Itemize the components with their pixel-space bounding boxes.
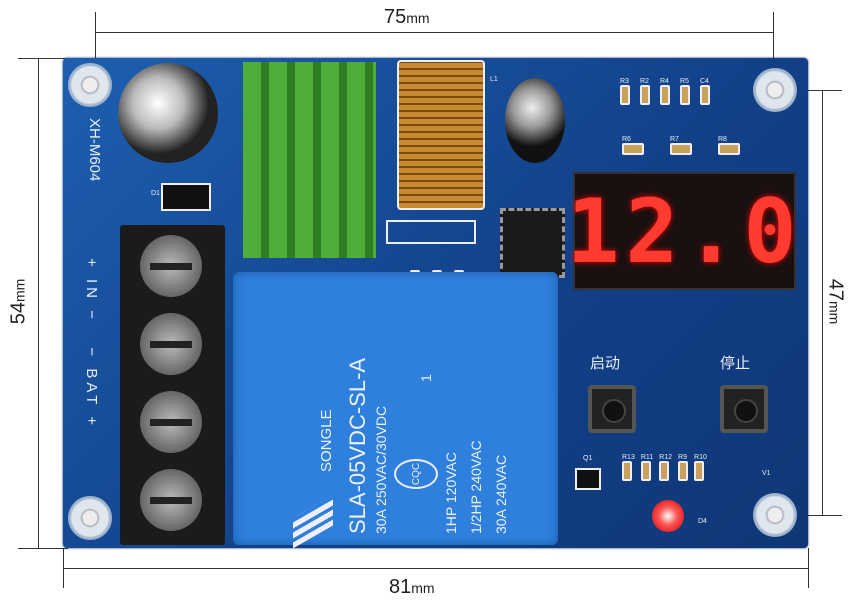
start-button-label: 启动 <box>590 355 621 372</box>
resistor-row-middle: R6 R7 R8 <box>622 136 740 155</box>
display-value: 12.0 <box>566 179 803 283</box>
ic-chip <box>500 208 565 278</box>
capacitor-small <box>505 78 565 163</box>
left-dimension-tick-bottom <box>18 548 68 549</box>
relay-rating: 1/2HP 240VAC <box>468 440 484 534</box>
start-button[interactable] <box>588 385 636 433</box>
top-dimension-label: 75mm <box>380 6 434 29</box>
screw-terminal[interactable] <box>140 313 202 375</box>
right-dimension-tick-bottom <box>780 515 842 516</box>
top-dimension-tick-right <box>773 12 774 87</box>
mounting-hole <box>68 63 112 107</box>
resistor: R7 <box>670 136 692 155</box>
d1-label: D1 <box>151 190 160 197</box>
resistor: R6 <box>622 136 644 155</box>
screw-terminal[interactable] <box>140 391 202 453</box>
terminal-labels: + IN − − BAT + <box>83 258 100 430</box>
resistor: R2 <box>640 78 650 105</box>
resistor: R9 <box>678 454 689 481</box>
screw-terminal[interactable] <box>140 235 202 297</box>
inductor-coil <box>397 60 485 210</box>
led-display: 12.0 <box>567 172 796 290</box>
resistor: R4 <box>660 78 670 105</box>
d4-label: D4 <box>698 518 707 525</box>
right-dimension-line <box>822 90 823 515</box>
resistor-row-bottom: R13 R11 R12 R9 R10 <box>622 454 707 481</box>
mounting-hole <box>753 68 797 112</box>
resistor-row-top: R3 R2 R4 R5 C4 <box>620 78 710 105</box>
resistor: R8 <box>718 136 740 155</box>
relay-pin-number: 1 <box>418 374 434 382</box>
screw-terminal[interactable] <box>140 469 202 531</box>
songle-logo <box>293 495 333 549</box>
bottom-dimension-tick-left <box>63 548 64 588</box>
relay: SONGLE SLA-05VDC-SL-A 30A 250VAC/30VDC C… <box>233 272 558 549</box>
resistor: R10 <box>694 454 707 481</box>
header-pins <box>386 220 476 244</box>
diode <box>161 183 211 211</box>
relay-model: SLA-05VDC-SL-A <box>345 357 370 534</box>
relay-brand: SONGLE <box>318 409 335 472</box>
heatsink <box>243 62 376 258</box>
capacitor: C4 <box>700 78 710 105</box>
resistor: R11 <box>640 454 653 481</box>
bottom-dimension-label: 81mm <box>385 576 439 599</box>
resistor: R3 <box>620 78 630 105</box>
cqc-mark: CQC <box>394 459 438 489</box>
resistor: R5 <box>680 78 690 105</box>
left-dimension-tick-top <box>18 58 68 59</box>
top-dimension-tick-left <box>95 12 96 87</box>
bottom-dimension-line <box>63 568 808 569</box>
relay-rating: 1HP 120VAC <box>443 452 459 534</box>
bottom-dimension-tick-right <box>808 548 809 588</box>
resistor: R13 <box>622 454 635 481</box>
terminal-block <box>120 225 225 545</box>
mounting-hole <box>68 496 112 540</box>
resistor: R12 <box>659 454 672 481</box>
right-dimension-tick-top <box>780 90 842 91</box>
right-dimension-label: 47mm <box>823 274 847 329</box>
left-dimension-label: 54mm <box>7 274 31 329</box>
top-dimension-line <box>95 32 773 33</box>
stop-button-label: 停止 <box>720 355 751 372</box>
relay-rating: 30A 250VAC/30VDC <box>373 405 389 534</box>
relay-rating: 30A 240VAC <box>493 454 509 534</box>
transistor <box>575 468 601 490</box>
l1-label: L1 <box>490 76 498 83</box>
mounting-hole <box>753 493 797 537</box>
q1-label: Q1 <box>583 455 593 462</box>
model-label: XH-M604 <box>86 118 103 182</box>
v1-label: V1 <box>762 470 771 477</box>
capacitor-large <box>118 63 218 163</box>
led-indicator <box>652 500 684 532</box>
stop-button[interactable] <box>720 385 768 433</box>
left-dimension-line <box>38 58 39 548</box>
